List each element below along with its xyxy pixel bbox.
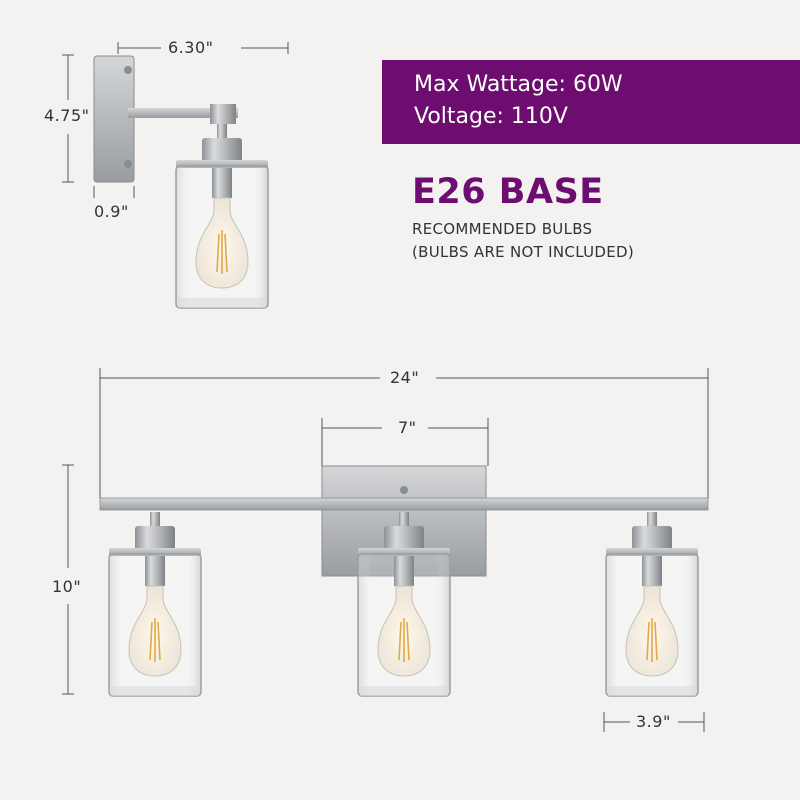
recommended-bulbs-text: RECOMMENDED BULBS bbox=[412, 220, 593, 238]
single-width-label: 6.30" bbox=[168, 38, 214, 57]
bulb-base-title: E26 BASE bbox=[412, 172, 604, 212]
single-sconce bbox=[93, 55, 269, 309]
single-depth-label: 0.9" bbox=[94, 202, 129, 221]
backplate-width-label: 7" bbox=[398, 418, 417, 437]
vanity-light bbox=[99, 465, 709, 697]
single-height-label: 4.75" bbox=[44, 106, 90, 125]
voltage-text: Voltage: 110V bbox=[414, 104, 568, 129]
spec-banner: Max Wattage: 60W Voltage: 110V bbox=[382, 60, 800, 144]
dimension-lines-single bbox=[62, 42, 289, 198]
total-height-label: 10" bbox=[52, 577, 82, 596]
max-wattage-text: Max Wattage: 60W bbox=[414, 72, 623, 97]
bulbs-not-included-text: (BULBS ARE NOT INCLUDED) bbox=[412, 243, 635, 261]
shade-width-label: 3.9" bbox=[636, 712, 671, 731]
total-width-label: 24" bbox=[390, 368, 420, 387]
dimension-lines-bar bbox=[62, 368, 709, 732]
